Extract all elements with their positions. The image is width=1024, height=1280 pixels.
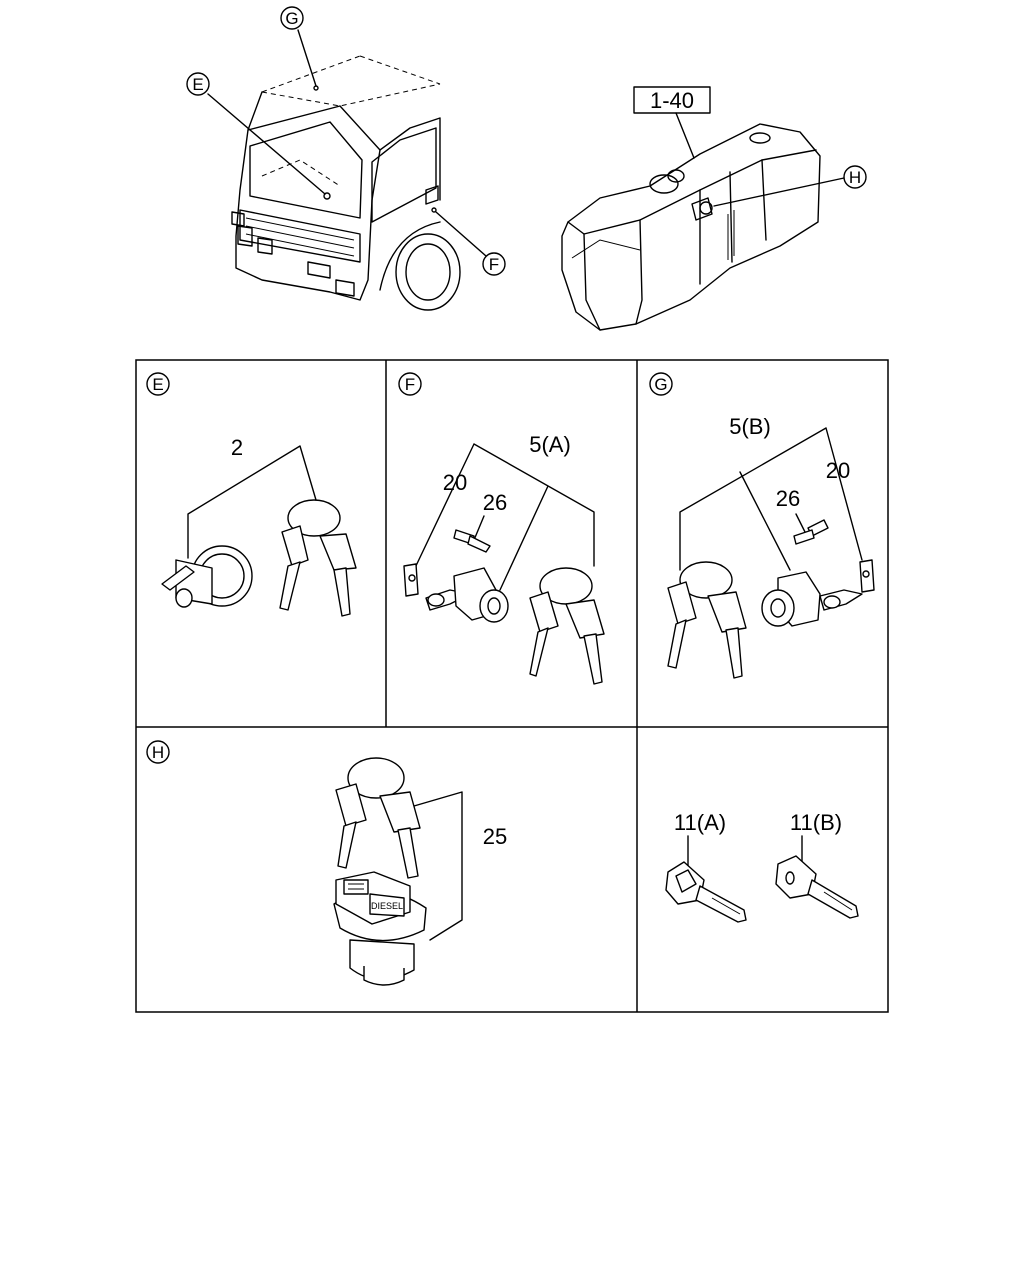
svg-text:G: G [654, 375, 667, 394]
panel-h: H 25 DIESEL [146, 740, 507, 986]
part-label-11a: 11(A) [674, 810, 726, 835]
panel-e: E 2 [146, 372, 357, 617]
leader-g [297, 29, 317, 87]
panel-keys: 11(A) 11(B) [665, 810, 859, 923]
key-11a [665, 861, 747, 923]
door-lock-cylinder-f [425, 567, 509, 623]
part-label-11b: 11(B) [790, 810, 842, 835]
leader-e [207, 93, 326, 195]
bolt-26-f [453, 529, 491, 553]
key-ring-2 [279, 499, 357, 617]
door-lock-cylinder-g [761, 571, 863, 627]
leader-h [713, 177, 845, 207]
truck-cab-illustration [231, 55, 461, 311]
ignition-lock-cylinder [161, 545, 253, 608]
panel-f: F 5(A) 20 26 [398, 372, 605, 685]
leader-tank-ref [675, 112, 695, 159]
callout-f: F [482, 252, 506, 276]
callout-e: E [186, 72, 210, 96]
fuel-tank-illustration [561, 123, 821, 331]
leader-f [435, 211, 487, 257]
bracket-5a [413, 443, 595, 591]
bracket-5b [679, 427, 863, 571]
svg-text:F: F [489, 255, 499, 274]
key-11b [775, 855, 859, 919]
panel-f-letter: F [398, 372, 422, 396]
svg-text:E: E [192, 75, 203, 94]
panel-g-letter: G [649, 372, 673, 396]
svg-text:F: F [405, 375, 415, 394]
svg-text:E: E [152, 375, 163, 394]
callout-g: G [280, 6, 304, 30]
svg-text:G: G [285, 9, 298, 28]
svg-text:H: H [849, 168, 861, 187]
part-label-5a: 5(A) [529, 432, 571, 457]
bracket-2 [187, 445, 317, 559]
bolt-26-g [793, 519, 829, 545]
tank-reference-box: 1-40 [633, 86, 711, 114]
fuel-cap-label: DIESEL [371, 901, 403, 911]
panel-g: G 5(B) 20 26 [649, 372, 875, 679]
part-label-5b: 5(B) [729, 414, 771, 439]
bracket-25 [413, 791, 463, 941]
callout-h: H [843, 165, 867, 189]
panel-grid [135, 359, 889, 1013]
part-label-26-f: 26 [483, 490, 507, 515]
bracket-part-20-f [403, 563, 419, 597]
fuel-cap: DIESEL [333, 871, 427, 986]
panel-h-letter: H [146, 740, 170, 764]
svg-text:H: H [152, 743, 164, 762]
panel-e-letter: E [146, 372, 170, 396]
part-label-25: 25 [483, 824, 507, 849]
key-ring-25 [335, 757, 421, 879]
svg-text:1-40: 1-40 [650, 88, 694, 113]
key-ring-5b [667, 561, 747, 679]
part-label-26-g: 26 [776, 486, 800, 511]
part-label-2: 2 [231, 435, 243, 460]
bracket-part-20-g [859, 559, 875, 593]
key-ring-5a [529, 567, 605, 685]
